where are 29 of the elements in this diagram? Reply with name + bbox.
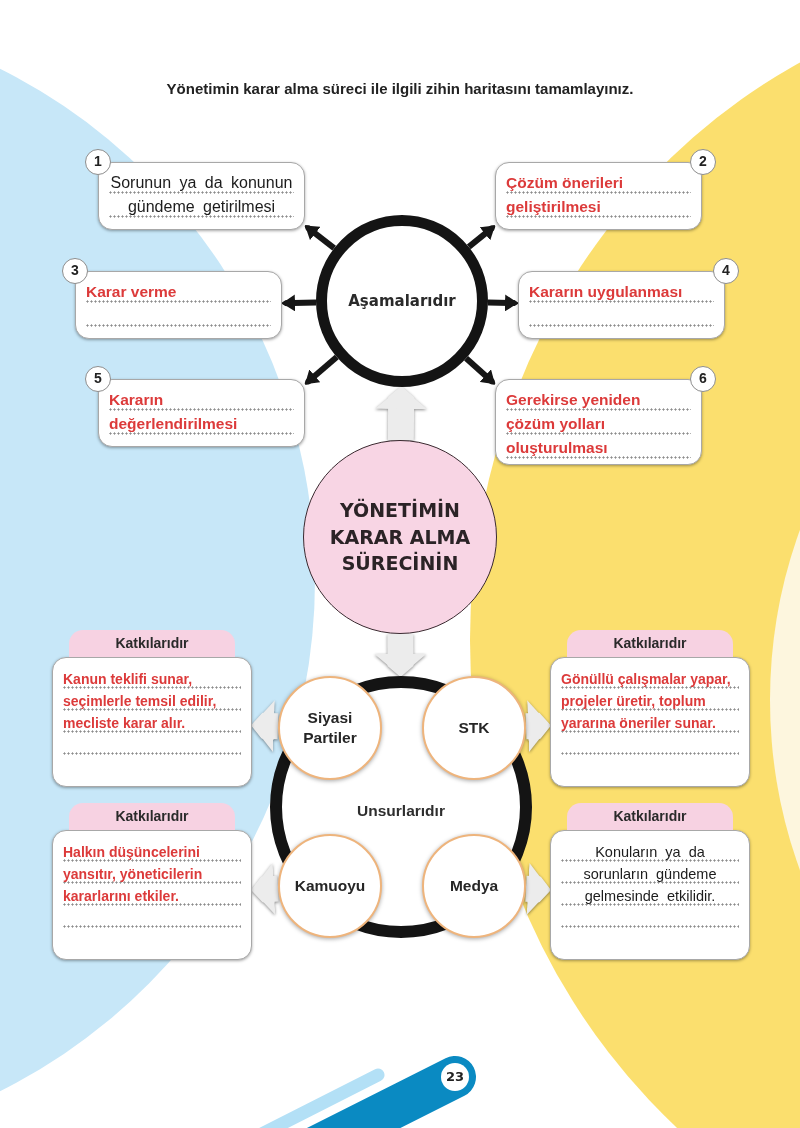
block-arrow xyxy=(525,700,551,753)
arrow xyxy=(304,354,339,385)
topic-text: YÖNETİMİN KARAR ALMA SÜRECİNİN xyxy=(328,497,472,577)
arrow xyxy=(466,225,496,250)
block-arrow xyxy=(251,700,279,753)
actor-label: Kamuoyu xyxy=(294,875,366,896)
actor-circle xyxy=(278,834,382,938)
instruction-text: Yönetimin karar alma süreci ile ilgili zihin haritasını tamamlayınız. xyxy=(166,80,634,97)
heading-tab: Katkılarıdır xyxy=(69,630,235,657)
heading-tab: Katkılarıdır xyxy=(567,630,733,657)
block-arrow xyxy=(374,633,427,677)
ring-label: Aşamalarıdır xyxy=(348,292,456,310)
actor-circle xyxy=(422,834,526,938)
actor-circle xyxy=(278,676,382,780)
arrow xyxy=(281,294,317,312)
block-arrow xyxy=(251,862,279,915)
actor-label: Medya xyxy=(449,875,499,896)
actor-label: Siyasi Partiler xyxy=(302,707,358,748)
actor-circle xyxy=(422,676,526,780)
element-ring xyxy=(270,676,532,938)
block-arrow xyxy=(375,386,428,441)
heading-tab: Katkılarıdır xyxy=(567,803,733,830)
block-arrow xyxy=(525,862,551,915)
actor-label: STK xyxy=(458,717,490,738)
heading-tab: Katkılarıdır xyxy=(69,803,235,830)
arrow xyxy=(487,294,519,312)
arrow xyxy=(304,224,336,251)
arrow xyxy=(464,356,496,385)
ring-label: Unsurlarıdır xyxy=(357,802,445,820)
